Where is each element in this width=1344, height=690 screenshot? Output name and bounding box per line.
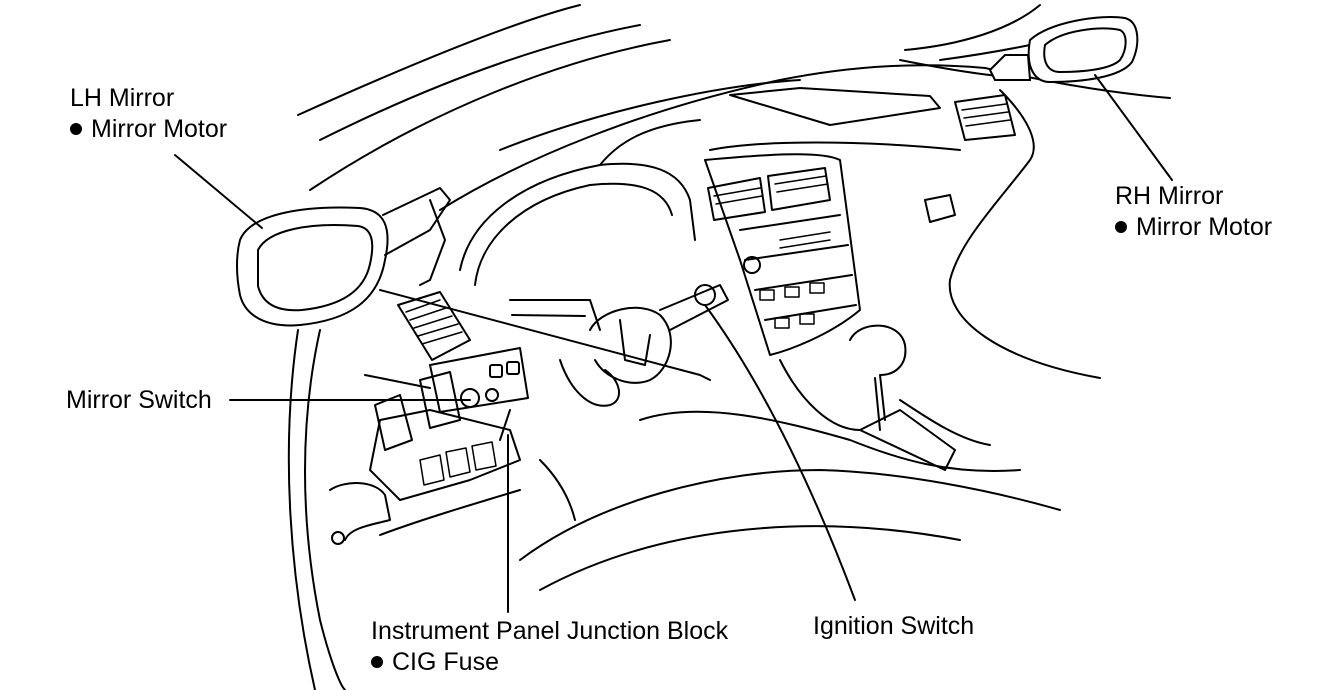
rh-mirror-motor-item: Mirror Motor bbox=[1115, 212, 1272, 243]
windshield-outline bbox=[297, 4, 1091, 191]
lh-mirror-motor-text: Mirror Motor bbox=[91, 115, 228, 143]
rh-mirror-label: RH Mirror Mirror Motor bbox=[1115, 181, 1272, 243]
bullet-icon bbox=[70, 123, 82, 135]
rh-mirror-drawing bbox=[988, 15, 1139, 84]
bullet-icon bbox=[1115, 221, 1127, 233]
lh-mirror-label: LH Mirror Mirror Motor bbox=[70, 83, 227, 145]
dashboard-contours bbox=[287, 64, 1171, 690]
lh-mirror-drawing bbox=[236, 187, 451, 327]
instrument-cluster bbox=[459, 119, 701, 286]
center-vents bbox=[707, 167, 831, 221]
junction-block-title: Instrument Panel Junction Block bbox=[371, 617, 729, 645]
lower-dash-components bbox=[329, 347, 576, 545]
cig-fuse-text: CIG Fuse bbox=[392, 648, 499, 676]
rh-mirror-title: RH Mirror bbox=[1115, 182, 1224, 210]
ignition-switch-title: Ignition Switch bbox=[813, 612, 975, 640]
lh-mirror-motor-item: Mirror Motor bbox=[70, 114, 227, 145]
lh-air-vent bbox=[397, 291, 471, 361]
center-stack bbox=[704, 153, 861, 356]
rh-mirror-motor-text: Mirror Motor bbox=[1136, 213, 1273, 241]
shift-lever-console bbox=[779, 324, 991, 471]
bullet-icon bbox=[371, 656, 383, 668]
rh-vent-and-glovebox bbox=[924, 94, 1016, 223]
leader-lines bbox=[174, 74, 1173, 613]
mirror-switch-title: Mirror Switch bbox=[66, 386, 212, 414]
junction-block-label: Instrument Panel Junction Block CIG Fuse bbox=[371, 616, 728, 678]
cig-fuse-item: CIG Fuse bbox=[371, 647, 728, 678]
steering-column bbox=[509, 284, 729, 407]
ignition-switch-label: Ignition Switch bbox=[813, 611, 974, 642]
mirror-switch-label: Mirror Switch bbox=[66, 385, 212, 416]
lh-mirror-title: LH Mirror bbox=[70, 84, 175, 112]
